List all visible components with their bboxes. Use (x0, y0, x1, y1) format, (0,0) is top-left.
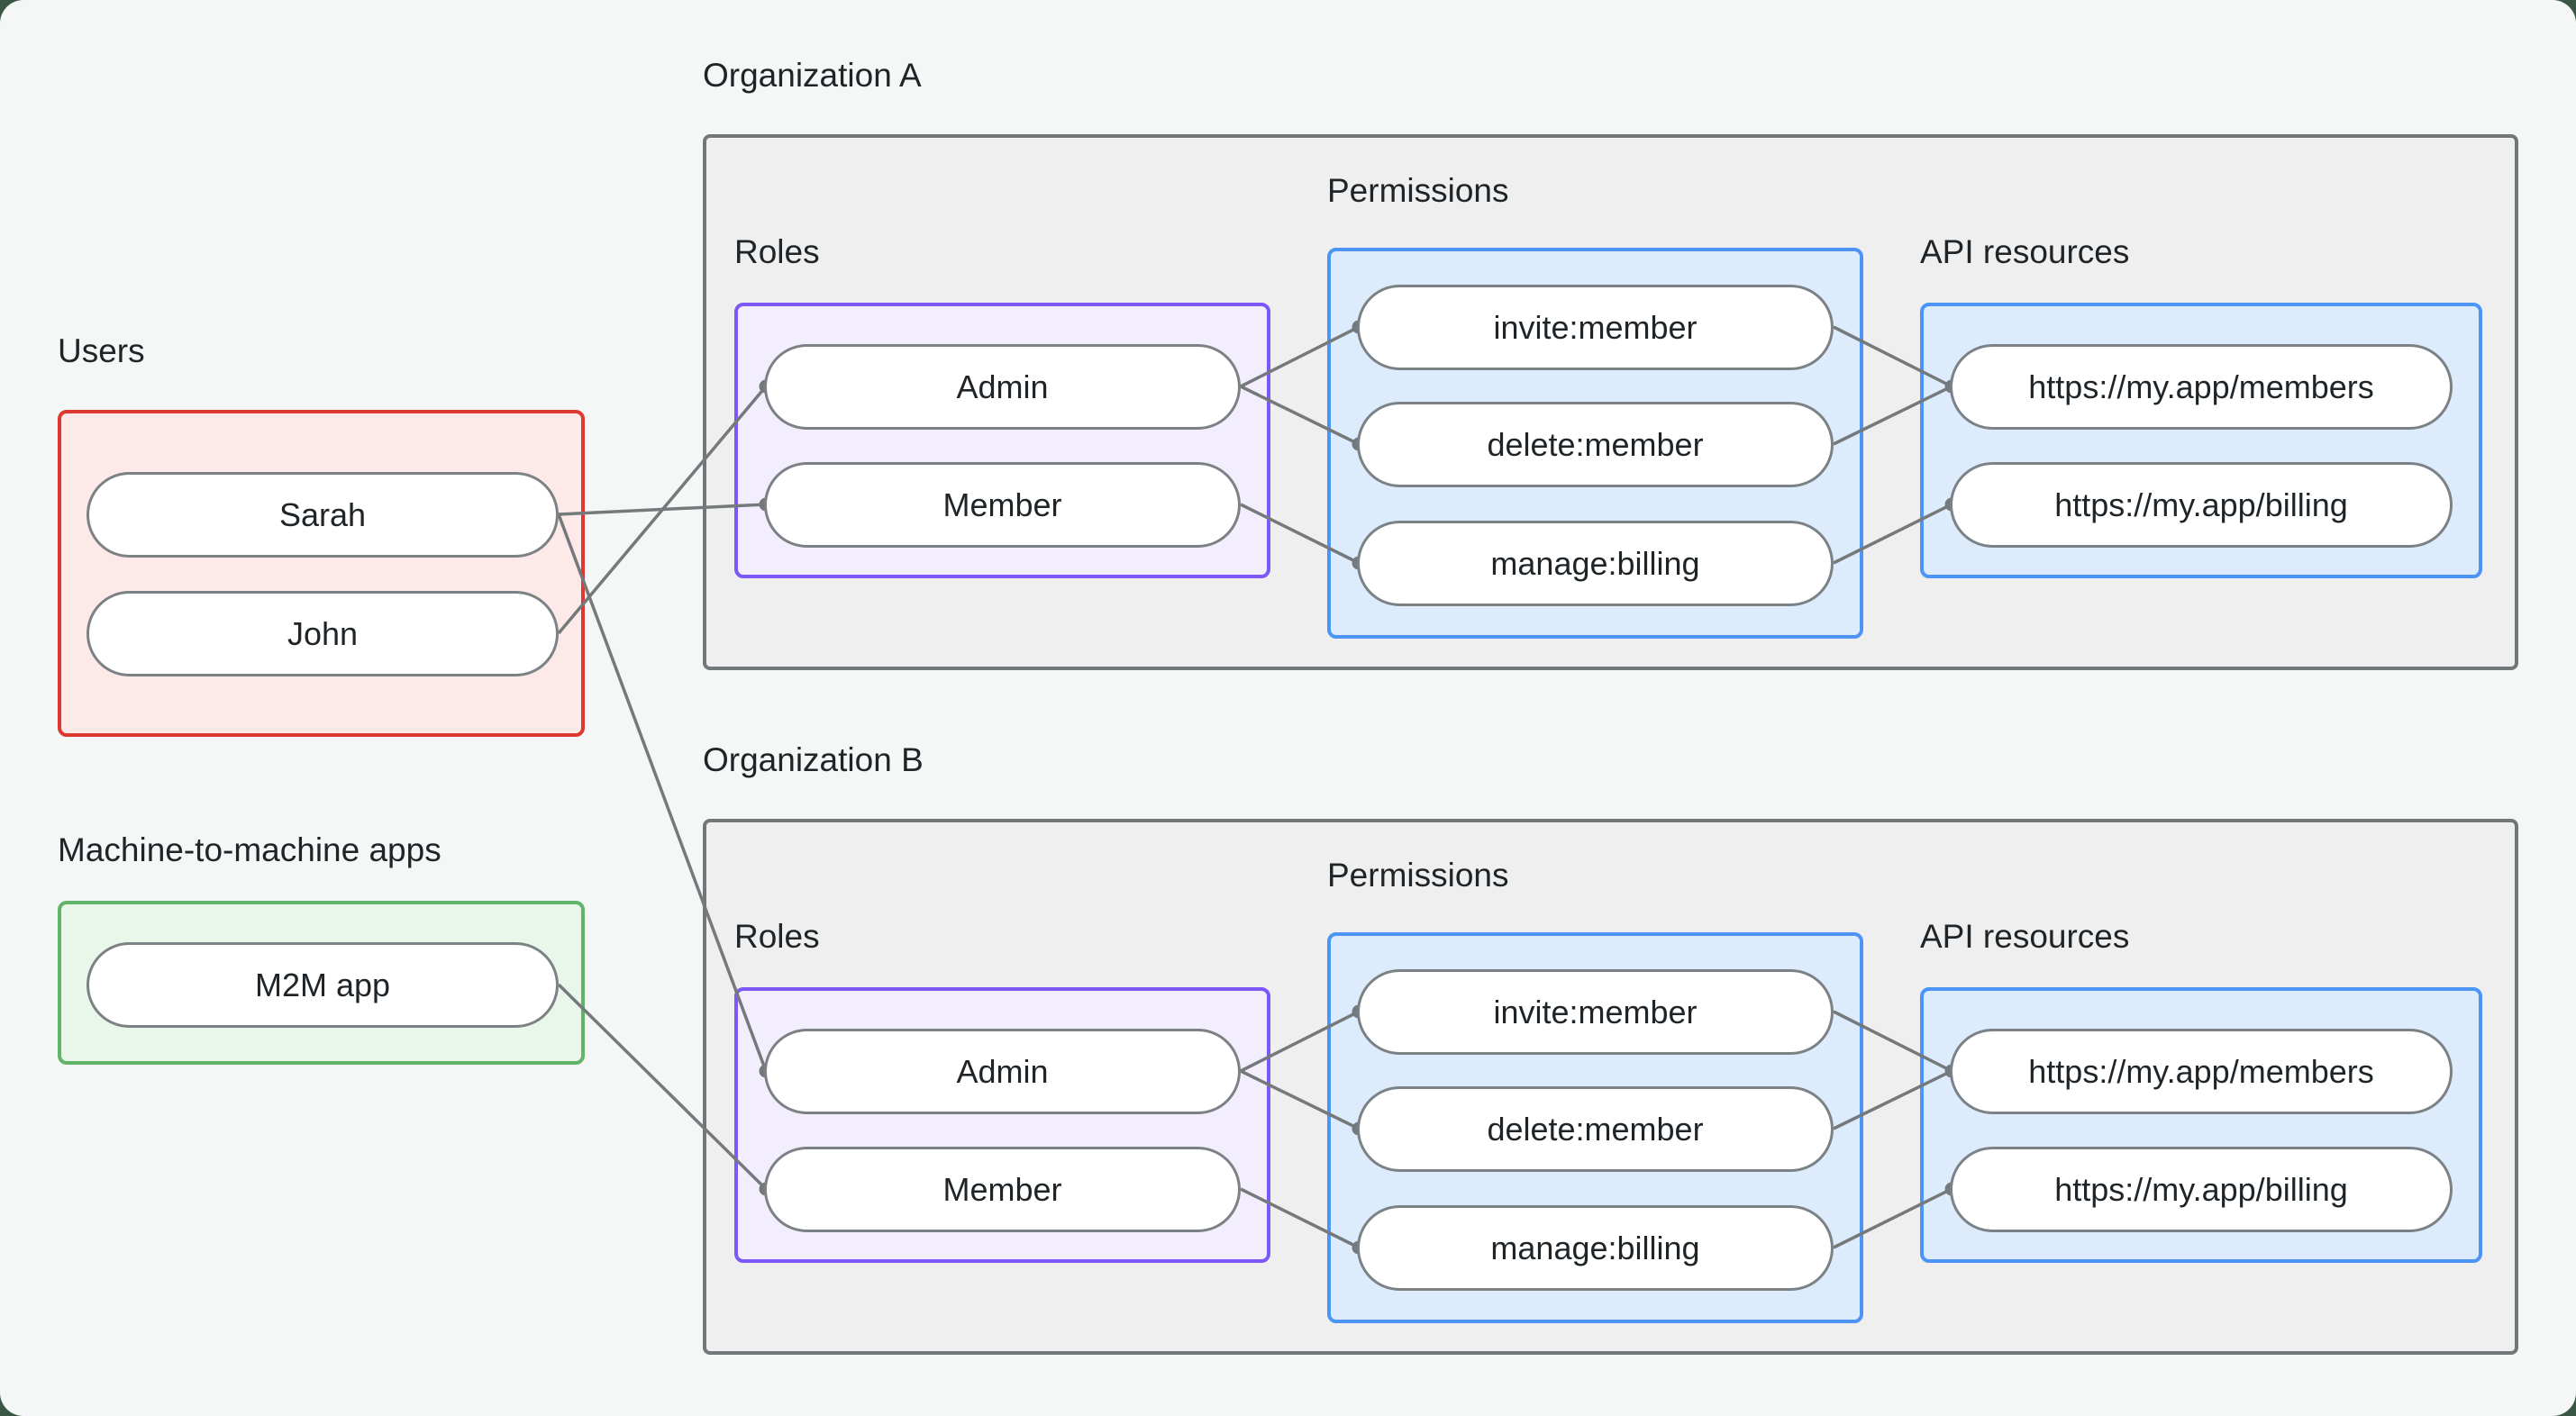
org-a-title: Organization A (703, 57, 922, 94)
org-a-role-admin: Admin (764, 344, 1241, 430)
org-a-api-resource-members: https://my.app/members (1950, 344, 2453, 430)
org-b-api-resource-billing: https://my.app/billing (1950, 1147, 2453, 1232)
org-b-permission-manage-billing: manage:billing (1357, 1205, 1834, 1291)
org-b-permissions-label: Permissions (1327, 857, 1509, 894)
org-a-api-resource-billing: https://my.app/billing (1950, 462, 2453, 548)
org-b-api-label: API resources (1920, 918, 2130, 955)
users-group-label: Users (58, 332, 145, 369)
user-node-sarah: Sarah (86, 472, 559, 558)
org-b-permission-delete-member: delete:member (1357, 1086, 1834, 1172)
org-b-roles-label: Roles (734, 918, 820, 955)
org-a-api-label: API resources (1920, 233, 2130, 270)
org-b-role-admin: Admin (764, 1029, 1241, 1114)
org-a-role-member: Member (764, 462, 1241, 548)
org-a-permission-manage-billing: manage:billing (1357, 521, 1834, 606)
org-a-permission-invite-member: invite:member (1357, 285, 1834, 370)
org-b-permission-invite-member: invite:member (1357, 969, 1834, 1055)
m2m-group-label: Machine-to-machine apps (58, 831, 441, 868)
user-node-john: John (86, 591, 559, 676)
org-b-api-resource-members: https://my.app/members (1950, 1029, 2453, 1114)
org-a-permissions-label: Permissions (1327, 172, 1509, 209)
m2m-node-app: M2M app (86, 942, 559, 1028)
users-box (58, 410, 585, 737)
org-a-roles-label: Roles (734, 233, 820, 270)
org-a-permission-delete-member: delete:member (1357, 402, 1834, 487)
org-b-role-member: Member (764, 1147, 1241, 1232)
org-b-title: Organization B (703, 741, 924, 778)
